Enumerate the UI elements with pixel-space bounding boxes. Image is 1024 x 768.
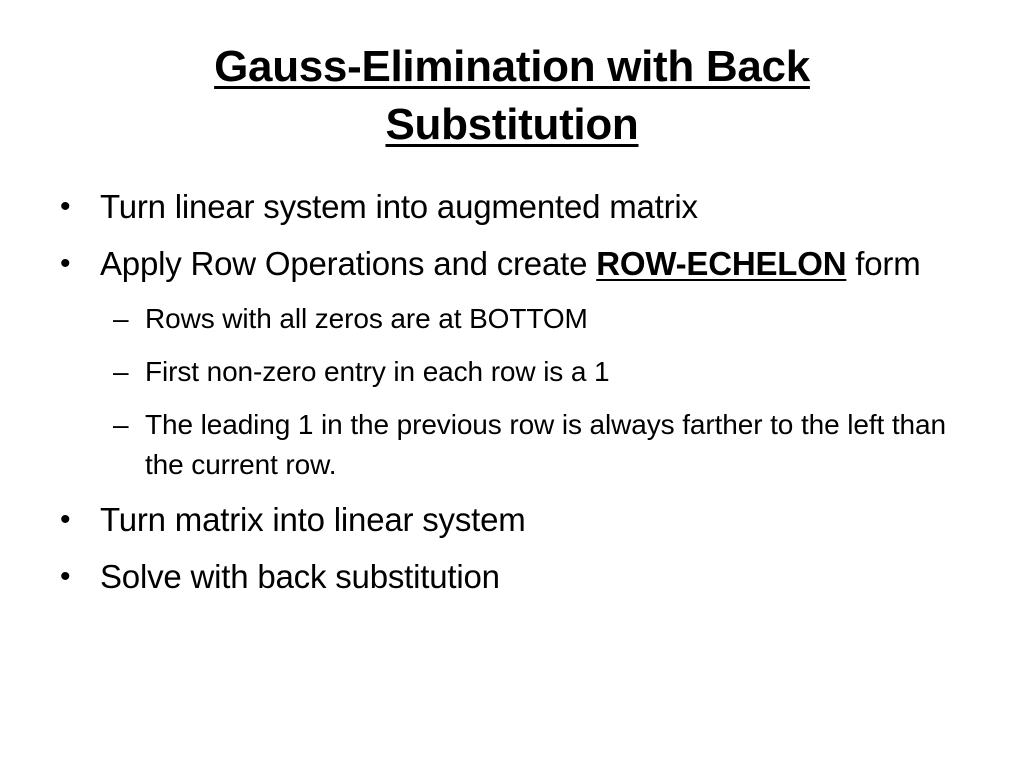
bullet-icon: • <box>60 560 71 593</box>
sub-item-text: First non-zero entry in each row is a 1 <box>145 356 610 387</box>
bullet-text: Solve with back substitution <box>100 558 500 595</box>
slide-title: Gauss-Elimination with Back Substitution <box>90 38 934 154</box>
sub-item-leading-position: – The leading 1 in the previous row is a… <box>58 405 968 485</box>
sub-item-leading-one: – First non-zero entry in each row is a … <box>58 352 968 392</box>
bullet-text: Turn matrix into linear system <box>100 501 526 538</box>
slide-content: • Turn linear system into augmented matr… <box>58 185 968 612</box>
dash-icon: – <box>113 356 129 387</box>
dash-icon: – <box>113 303 129 334</box>
bullet-item-row-operations: • Apply Row Operations and create ROW-EC… <box>58 242 968 286</box>
bullet-icon: • <box>60 247 71 280</box>
sub-item-text: The leading 1 in the previous row is alw… <box>145 409 946 480</box>
slide-title-text: Gauss-Elimination with Back Substitution <box>214 42 810 149</box>
bullet-text-prefix: Apply Row Operations and create <box>100 245 597 282</box>
sub-item-zero-rows: – Rows with all zeros are at BOTTOM <box>58 299 968 339</box>
row-echelon-emphasis: ROW-ECHELON <box>596 245 847 282</box>
bullet-text-suffix: form <box>846 245 921 282</box>
bullet-text: Turn linear system into augmented matrix <box>100 188 698 225</box>
bullet-item-back-substitution: • Solve with back substitution <box>58 555 968 599</box>
dash-icon: – <box>113 409 129 440</box>
bullet-icon: • <box>60 190 71 223</box>
bullet-item-augmented-matrix: • Turn linear system into augmented matr… <box>58 185 968 229</box>
bullet-item-linear-system: • Turn matrix into linear system <box>58 498 968 542</box>
bullet-icon: • <box>60 503 71 536</box>
sub-item-text: Rows with all zeros are at BOTTOM <box>145 303 588 334</box>
